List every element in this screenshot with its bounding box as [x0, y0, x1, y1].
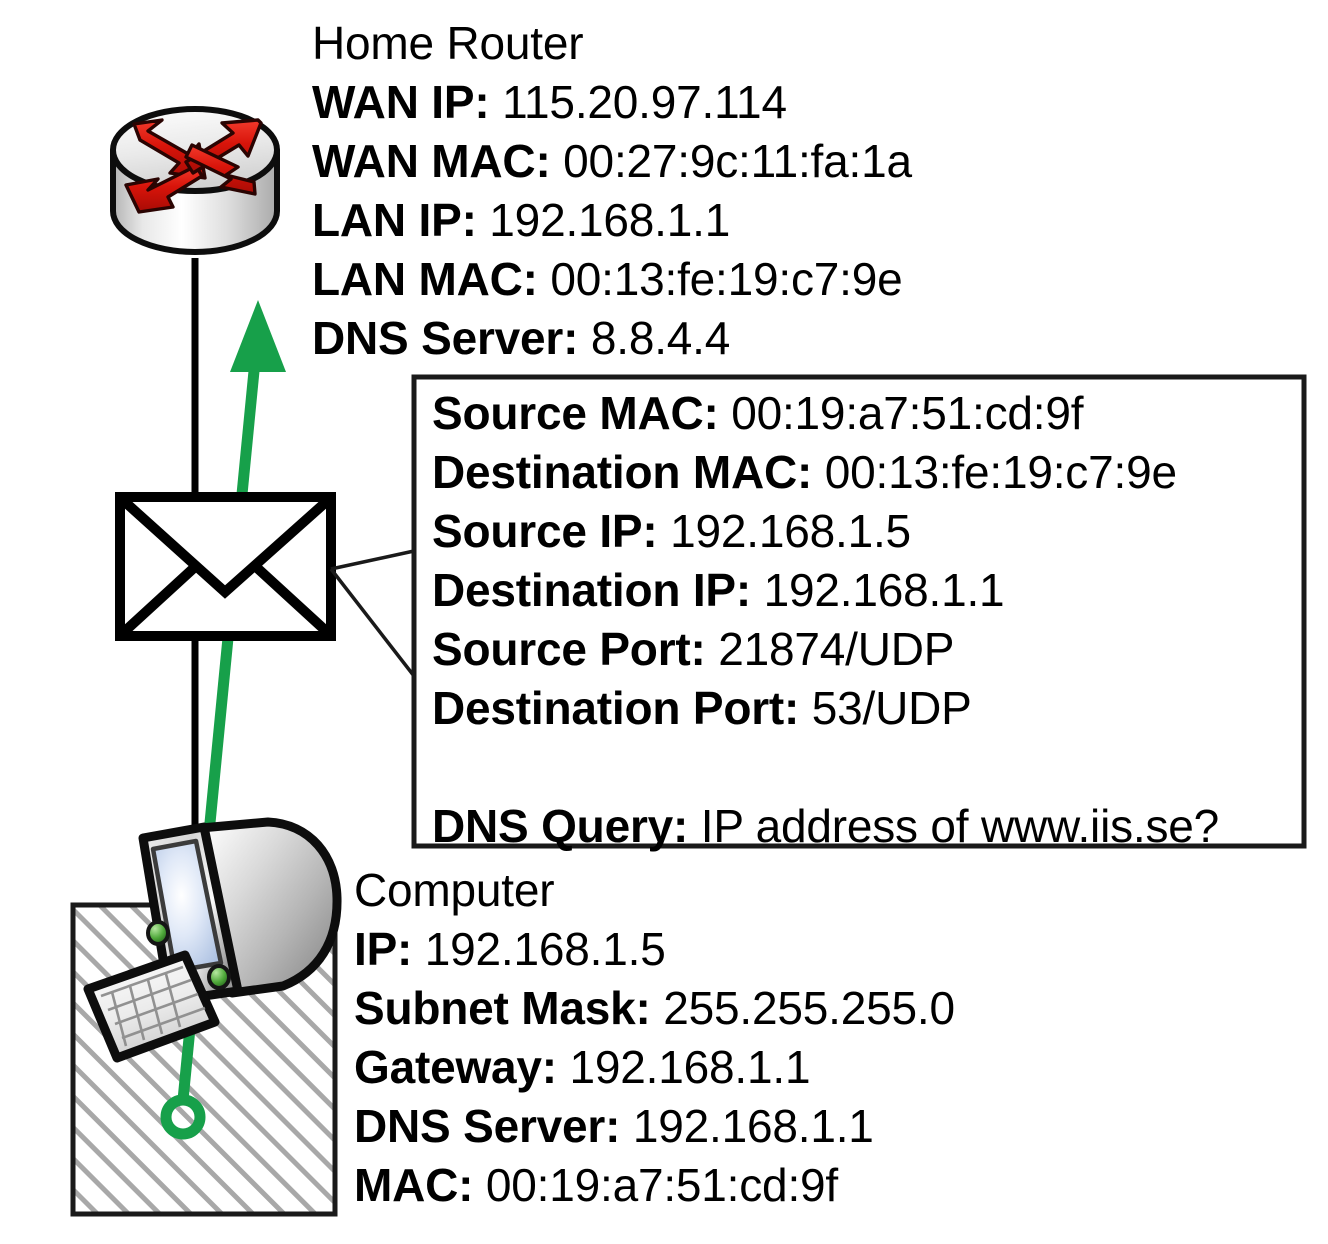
computer-field-ip: IP: 192.168.1.5 — [354, 923, 666, 975]
computer-field-subnet-mask: Subnet Mask: 255.255.255.0 — [354, 982, 955, 1034]
packet-spacer — [432, 738, 1219, 797]
envelope-icon — [115, 492, 336, 641]
computer-field-gateway: Gateway: 192.168.1.1 — [354, 1041, 811, 1093]
computer-field-dns-server: DNS Server: 192.168.1.1 — [354, 1100, 874, 1152]
router-info-block: Home Router WAN IP: 115.20.97.114 WAN MA… — [312, 14, 912, 368]
router-field-wan-ip: WAN IP: 115.20.97.114 — [312, 76, 787, 128]
router-field-lan-ip: LAN IP: 192.168.1.1 — [312, 194, 731, 246]
router-title: Home Router — [312, 17, 584, 69]
computer-field-mac: MAC: 00:19:a7:51:cd:9f — [354, 1159, 838, 1211]
computer-info-block: Computer IP: 192.168.1.5 Subnet Mask: 25… — [354, 861, 955, 1215]
callout-leader-lines — [329, 549, 416, 678]
router-field-dns-server: DNS Server: 8.8.4.4 — [312, 312, 731, 364]
packet-detail-box — [411, 374, 1307, 849]
packet-field-source-port: Source Port: 21874/UDP — [432, 623, 955, 675]
packet-field-source-mac: Source MAC: 00:19:a7:51:cd:9f — [432, 387, 1084, 439]
router-icon — [110, 106, 280, 255]
packet-field-source-ip: Source IP: 192.168.1.5 — [432, 505, 911, 557]
packet-field-destination-ip: Destination IP: 192.168.1.1 — [432, 564, 1005, 616]
packet-field-destination-port: Destination Port: 53/UDP — [432, 682, 972, 734]
packet-info-block: Source MAC: 00:19:a7:51:cd:9f Destinatio… — [432, 384, 1219, 856]
packet-field-destination-mac: Destination MAC: 00:13:fe:19:c7:9e — [432, 446, 1177, 498]
router-field-wan-mac: WAN MAC: 00:27:9c:11:fa:1a — [312, 135, 912, 187]
packet-field-dns-query: DNS Query: IP address of www.iis.se? — [432, 800, 1220, 852]
router-field-lan-mac: LAN MAC: 00:13:fe:19:c7:9e — [312, 253, 903, 305]
computer-title: Computer — [354, 864, 555, 916]
desktop-computer-icon — [83, 817, 342, 1063]
